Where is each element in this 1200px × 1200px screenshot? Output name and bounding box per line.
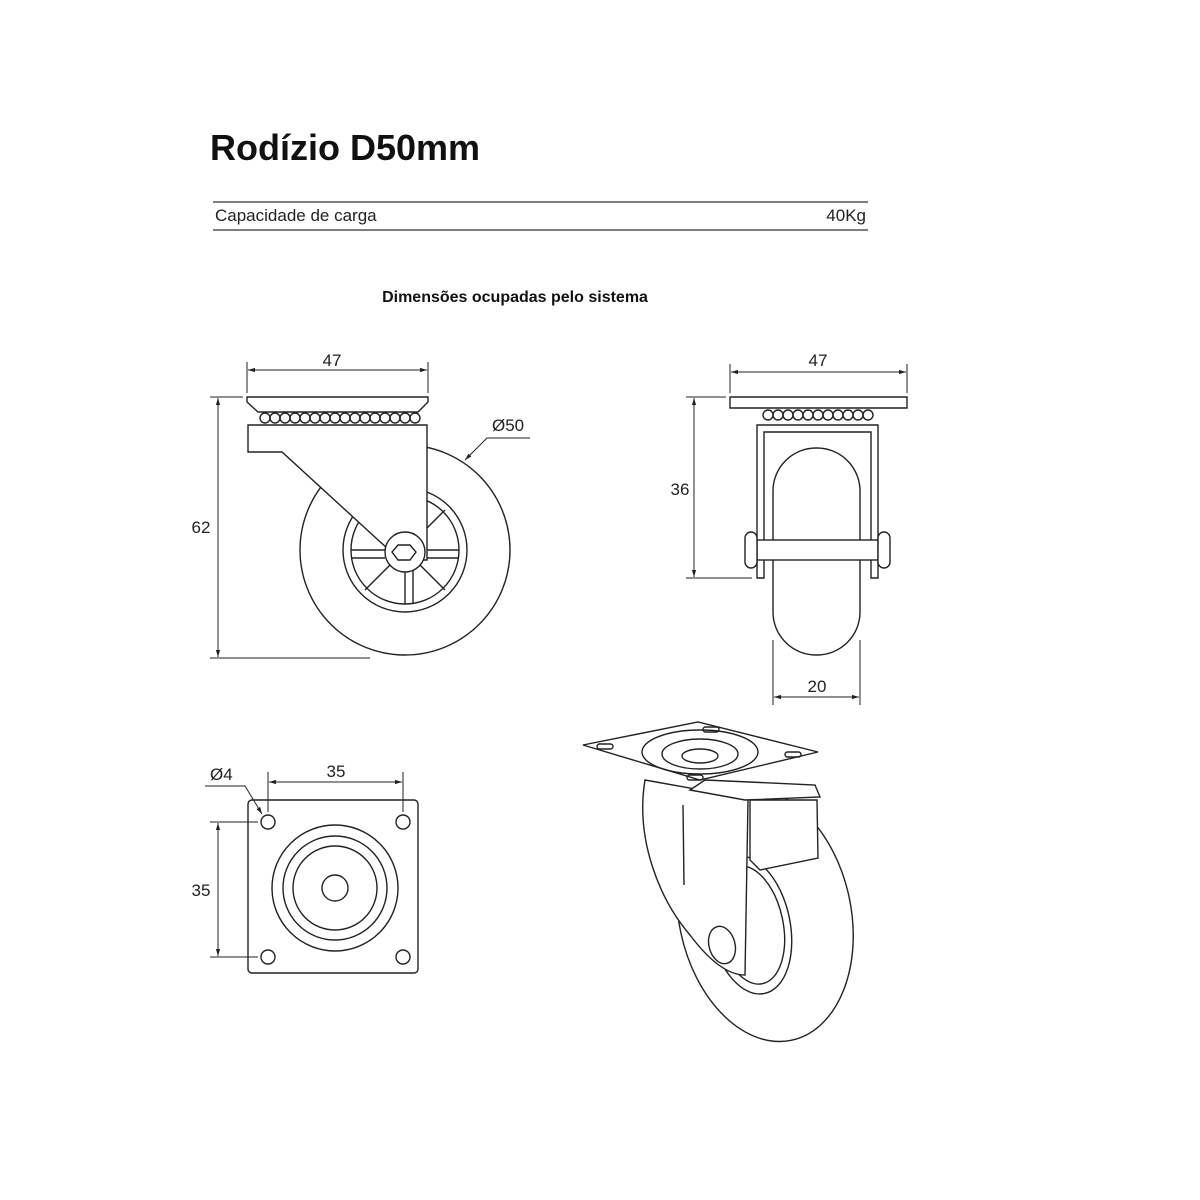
- wheel-diameter-label: Ø50: [492, 416, 524, 435]
- wheel-width-label: 20: [808, 677, 827, 696]
- section-subtitle: Dimensões ocupadas pelo sistema: [382, 289, 648, 306]
- hole-spacing-y-label: 35: [192, 881, 211, 900]
- top-view: Ø4 35 35: [192, 762, 419, 974]
- hole-diameter-label: Ø4: [210, 765, 233, 784]
- side-width-label: 47: [323, 351, 342, 370]
- perspective-view: [582, 721, 854, 1043]
- front-width-label: 47: [809, 351, 828, 370]
- hole-spacing-x-label: 35: [327, 762, 346, 781]
- front-height-label: 36: [671, 480, 690, 499]
- front-view: 47 36 20: [671, 351, 908, 705]
- spec-label: Capacidade de carga: [215, 206, 377, 225]
- side-height-label: 62: [192, 518, 211, 537]
- page-title: Rodízio D50mm: [210, 127, 480, 168]
- side-view: 47 62 Ø50: [192, 351, 530, 659]
- spec-value: 40Kg: [826, 206, 866, 225]
